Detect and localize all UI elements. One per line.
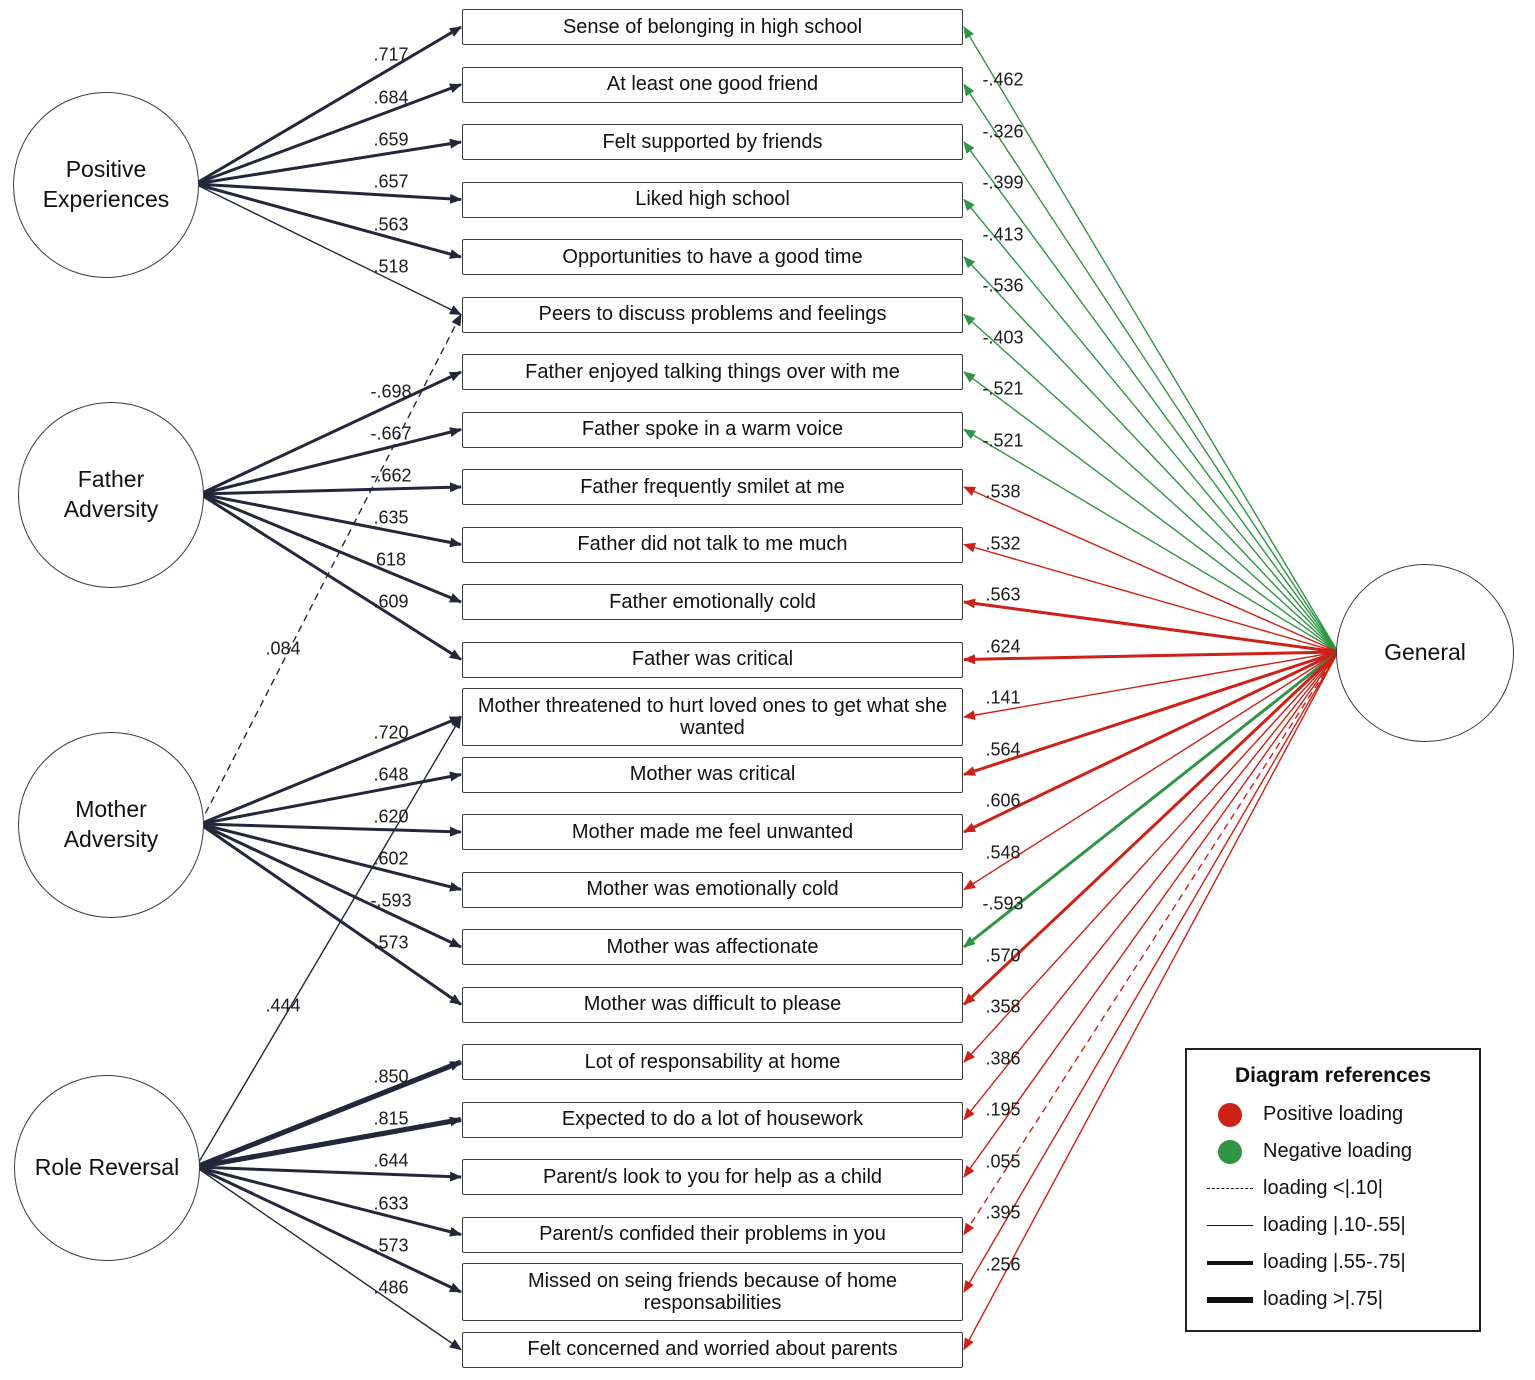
legend-item-label: loading >|.75| (1263, 1288, 1383, 1310)
legend-item-label: loading <|.10| (1263, 1177, 1383, 1199)
general-edge-19 (963, 651, 1339, 1121)
general-edge-13 (963, 650, 1339, 776)
general-edge-16 (963, 650, 1339, 949)
legend-item-label: loading |.55-.75| (1263, 1251, 1406, 1273)
legend-item-loading-dashed: loading <|.10| (1205, 1170, 1461, 1207)
medium-line-sample (1207, 1260, 1253, 1265)
general-edge-11 (963, 650, 1339, 665)
thin-line-sample (1207, 1225, 1253, 1226)
factor-edge-role-22 (195, 1165, 462, 1294)
general-edge-7 (963, 428, 1339, 653)
factor-edge-father-8 (199, 482, 462, 496)
factor-edge-positive-1 (194, 83, 462, 186)
factor-edge-mother-16 (199, 822, 462, 949)
general-edge-0 (963, 26, 1339, 653)
factor-edge-father-9 (199, 492, 462, 548)
general-edge-8 (963, 486, 1339, 653)
general-edge-12 (963, 651, 1339, 721)
legend-item-label: Positive loading (1263, 1103, 1404, 1125)
legend-title: Diagram references (1234, 1064, 1432, 1087)
dashed-line-sample (1207, 1188, 1253, 1189)
general-edge-17 (962, 650, 1340, 1006)
legend-item-label: Negative loading (1263, 1140, 1412, 1162)
general-edge-6 (963, 371, 1339, 653)
factor-circle-role-reversal: Role Reversal (14, 1075, 200, 1261)
legend-item-loading-thin: loading |.10-.55| (1205, 1207, 1461, 1244)
factor-edge-positive-3 (194, 182, 462, 204)
factor-edge-father-6 (199, 370, 462, 496)
cross-edge-mother-5 (199, 313, 462, 825)
factor-edge-role-21 (195, 1165, 462, 1237)
factor-circle-mother-adversity: Mother Adversity (18, 732, 204, 918)
factor-edge-positive-5 (194, 183, 462, 316)
general-edge-10 (963, 598, 1339, 654)
factor-edge-positive-4 (194, 182, 462, 259)
general-edge-9 (963, 542, 1339, 653)
general-edge-5 (963, 313, 1339, 653)
factor-edge-role-23 (195, 1166, 462, 1351)
general-edge-14 (963, 650, 1339, 834)
factor-edge-role-20 (195, 1165, 462, 1182)
general-edge-18 (963, 651, 1339, 1063)
general-factor-circle: General (1336, 564, 1514, 742)
legend-item-loading-thick: loading >|.75| (1205, 1281, 1461, 1318)
general-edge-2 (963, 141, 1339, 653)
factor-edge-positive-0 (194, 25, 462, 186)
factor-edge-role-18 (195, 1059, 462, 1170)
general-edge-4 (963, 256, 1339, 653)
factor-edge-mother-12 (199, 715, 462, 826)
factor-circle-positive-experiences: Positive Experiences (13, 92, 199, 278)
general-edge-1 (963, 83, 1339, 653)
legend-item-positive-loading: Positive loading (1205, 1096, 1461, 1133)
factor-edge-father-10 (199, 492, 462, 604)
factor-circle-father-adversity: Father Adversity (18, 402, 204, 588)
cross-edge-role-12 (195, 716, 462, 1168)
general-edge-22 (963, 651, 1339, 1293)
legend-item-negative-loading: Negative loading (1205, 1133, 1461, 1170)
factor-edge-mother-17 (199, 822, 462, 1006)
factor-edge-role-19 (195, 1116, 462, 1170)
factor-edge-positive-2 (194, 138, 462, 186)
thick-line-sample (1207, 1296, 1253, 1303)
general-edge-20 (963, 651, 1339, 1178)
factor-edge-father-11 (199, 492, 462, 661)
general-edge-15 (963, 651, 1339, 891)
factor-edge-father-7 (199, 427, 462, 496)
factor-edge-mother-15 (199, 822, 462, 892)
factor-edge-mother-13 (199, 771, 462, 826)
legend: Diagram references Positive loading Nega… (1185, 1048, 1481, 1332)
positive-loading-dot (1218, 1102, 1242, 1127)
negative-loading-dot (1218, 1139, 1242, 1164)
general-edge-23 (963, 651, 1339, 1351)
factor-edge-mother-14 (199, 822, 462, 837)
general-edge-21 (963, 651, 1339, 1236)
legend-item-loading-medium: loading |.55-.75| (1205, 1244, 1461, 1281)
general-edge-3 (963, 198, 1339, 653)
legend-item-label: loading |.10-.55| (1263, 1214, 1406, 1236)
